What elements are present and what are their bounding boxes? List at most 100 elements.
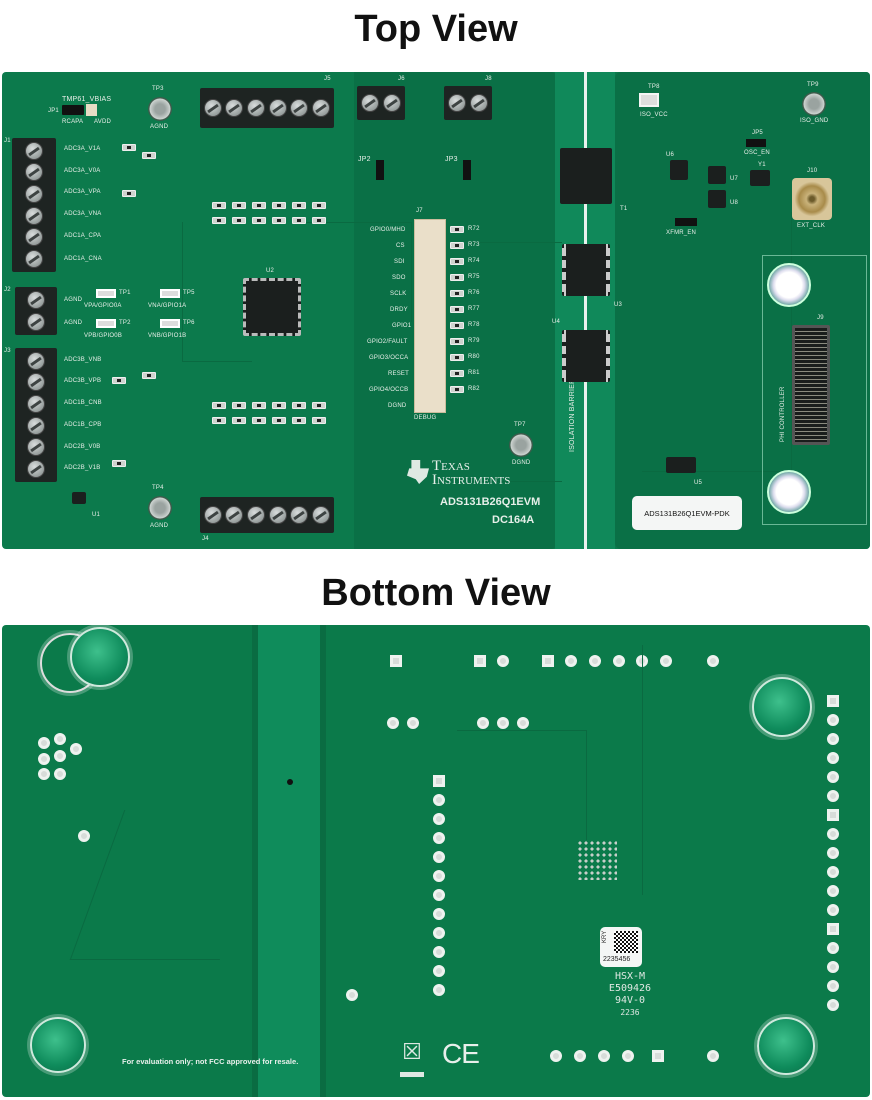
tp8-testpoint[interactable] (639, 93, 659, 107)
j7-name: DEBUG (414, 415, 437, 421)
tp4-label: AGND (150, 523, 169, 529)
jp2-jumper[interactable] (376, 160, 384, 180)
mounting-hole (752, 677, 812, 737)
solder-pad (565, 655, 577, 667)
solder-pad (477, 717, 489, 729)
xfmr-en-jumper[interactable] (675, 218, 697, 226)
solder-pad (542, 655, 554, 667)
solder-pad (390, 655, 402, 667)
solder-pad (387, 717, 399, 729)
u7-chip (708, 166, 726, 184)
j8-terminal-block[interactable] (444, 86, 492, 120)
j2-terminal-block[interactable] (15, 287, 57, 335)
top-view-title: Top View (354, 8, 518, 50)
tp1-pad[interactable] (96, 289, 116, 298)
t1-transformer (560, 148, 612, 204)
resistor-label: R73 (468, 242, 480, 248)
barcode-text: 2235456 (603, 956, 631, 963)
solder-pad (827, 828, 839, 840)
tp1-label: VPA/GPIO0A (84, 303, 122, 309)
solder-pad (38, 753, 50, 765)
u6-chip (670, 160, 688, 180)
u4-label: U4 (552, 319, 561, 325)
j4-terminal-block[interactable] (200, 497, 334, 533)
solder-pad (433, 813, 445, 825)
j3-signal: ADC2B_V0B (64, 444, 101, 450)
j3-signal: ADC2B_V1B (64, 465, 101, 471)
isolation-barrier-label: ISOLATION BARRIER (569, 378, 576, 452)
tp9-testpoint[interactable] (802, 92, 826, 116)
j6-terminal-block[interactable] (357, 86, 405, 120)
j10-sma-connector[interactable] (792, 178, 832, 220)
u3-isolator (562, 244, 610, 296)
tp5-pad[interactable] (160, 289, 180, 298)
u1-label: U1 (92, 512, 101, 518)
j7-signal: GPIO1 (392, 323, 412, 329)
jp5-jumper[interactable] (746, 139, 766, 147)
tp6-pad[interactable] (160, 319, 180, 328)
jp1-jumper[interactable] (62, 105, 84, 115)
solder-pad (433, 927, 445, 939)
tp4-id: TP4 (152, 485, 164, 491)
resistor-label: R79 (468, 338, 480, 344)
j8-label: J8 (485, 76, 492, 82)
top-board: ISOLATION BARRIER J5 J6 J8 JP2 JP3 J1 AD… (2, 72, 870, 549)
j1-terminal-block[interactable] (12, 138, 56, 272)
solder-pad (38, 737, 50, 749)
solder-pad (660, 655, 672, 667)
trace (642, 645, 742, 895)
j10-label: J10 (807, 168, 818, 174)
board-sticker: ADS131B26Q1EVM-PDK (632, 496, 742, 530)
mounting-screw (767, 263, 811, 307)
resistor-label: R80 (468, 354, 480, 360)
resistor-label: R77 (468, 306, 480, 312)
solder-pad (827, 695, 839, 707)
trace (472, 242, 562, 482)
j5-terminal-block[interactable] (200, 88, 334, 128)
marking-line4: 2236 (620, 1008, 640, 1017)
tp3-label: AGND (150, 124, 169, 130)
resistor (450, 354, 464, 361)
tp7-testpoint[interactable] (509, 433, 533, 457)
u3-label: U3 (614, 302, 623, 308)
ti-logo-text: Texas Instruments (432, 459, 510, 488)
j4-label: J4 (202, 536, 209, 542)
bottom-board: KRY 2235456 HSX-M E509426 94V-0 2236 For… (2, 625, 870, 1097)
jp3-jumper[interactable] (463, 160, 471, 180)
solder-pad (589, 655, 601, 667)
isolation-line (584, 72, 587, 549)
tp3-testpoint[interactable] (148, 97, 172, 121)
tp2-label: VPB/GPIO0B (84, 333, 123, 339)
tp2-pad[interactable] (96, 319, 116, 328)
j1-signal: ADC3A_V1A (64, 146, 101, 152)
j7-signal: GPIO0/MHD (370, 227, 406, 233)
fcc-disclaimer: For evaluation only; not FCC approved fo… (122, 1057, 299, 1066)
y1-oscillator (750, 170, 770, 186)
trace (69, 810, 275, 960)
j2-label: J2 (4, 287, 11, 293)
j7-debug-header[interactable] (414, 219, 446, 413)
u5-chip (666, 457, 696, 473)
board-name: ADS131B26Q1EVM (440, 496, 541, 508)
j3-terminal-block[interactable] (15, 348, 57, 482)
tp7-label: DGND (512, 460, 531, 466)
solder-pad (622, 1050, 634, 1062)
tp6-id: TP6 (183, 320, 195, 326)
tp4-testpoint[interactable] (148, 496, 172, 520)
solder-pad (827, 999, 839, 1011)
solder-pad (827, 809, 839, 821)
tp8-label: ISO_VCC (640, 112, 668, 118)
j7-signal: CS (396, 243, 405, 249)
board-rev: DC164A (492, 514, 535, 526)
mounting-screw (767, 470, 811, 514)
solder-pad (827, 790, 839, 802)
solder-pad (433, 965, 445, 977)
u6-label: U6 (666, 152, 675, 158)
solder-pad (827, 904, 839, 916)
solder-pad (433, 851, 445, 863)
j9-phi-connector[interactable] (792, 325, 830, 445)
jp1-title: TMP61_VBIAS (62, 96, 112, 103)
resistor (450, 274, 464, 281)
tp8-id: TP8 (648, 84, 660, 90)
solder-pad (433, 832, 445, 844)
